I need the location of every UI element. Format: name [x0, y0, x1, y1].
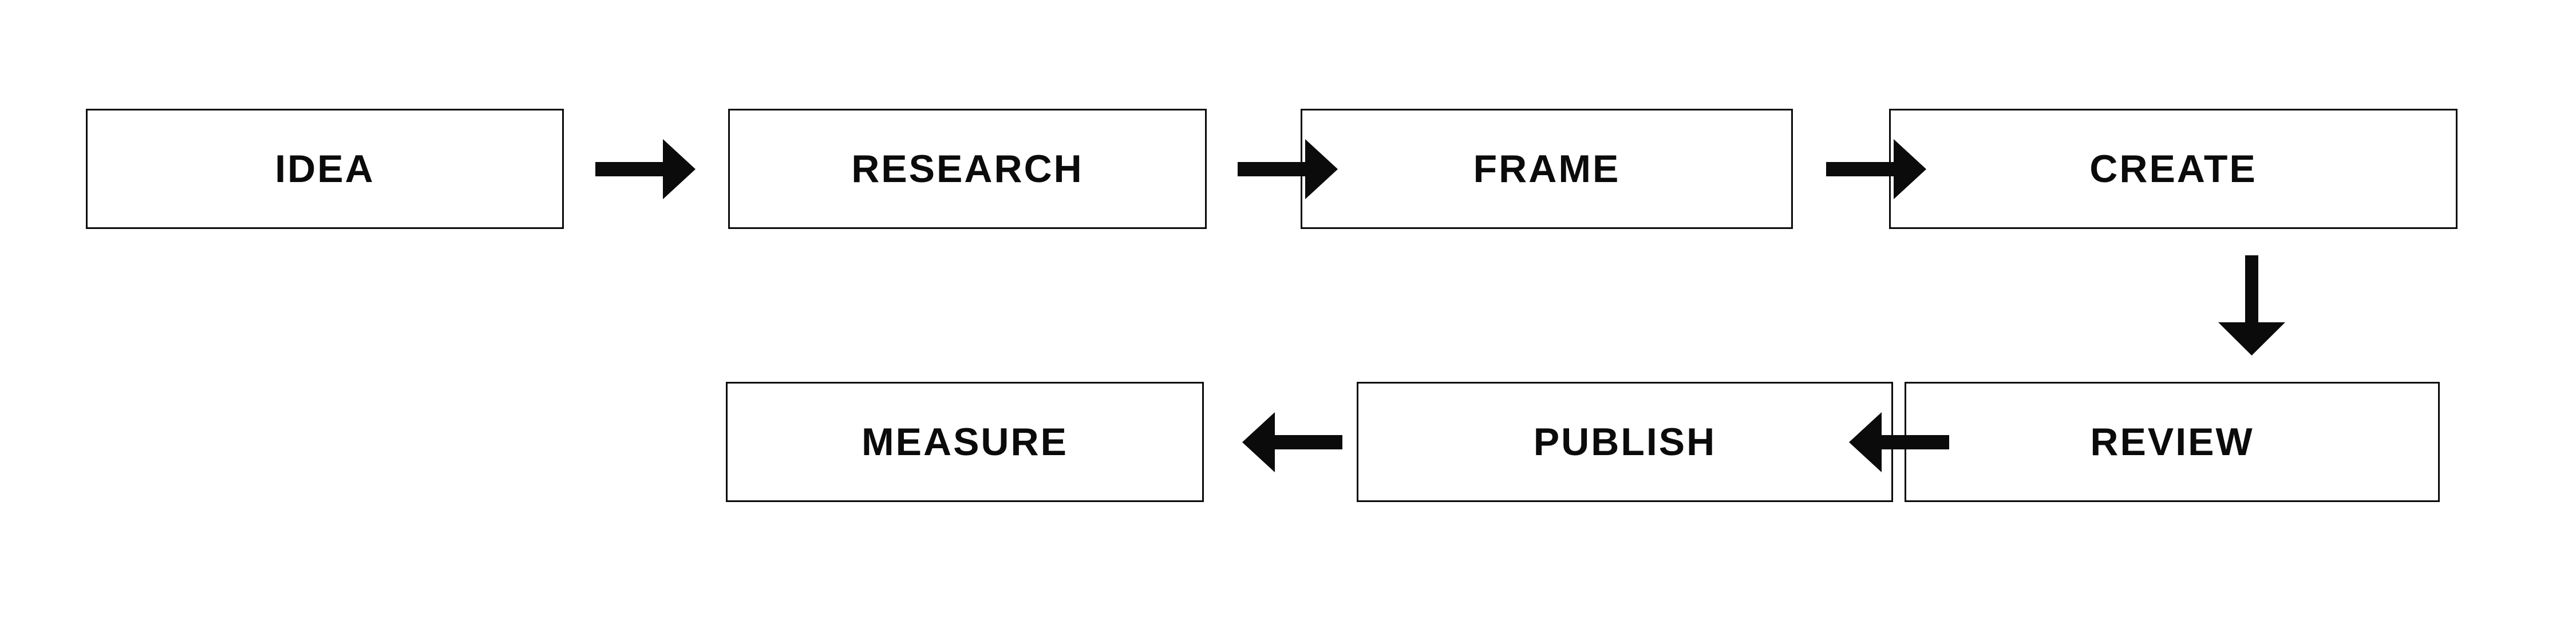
process-node-publish[interactable]: PUBLISH: [1357, 382, 1893, 502]
arrow-left-icon-publish-to-measure: [1242, 412, 1342, 472]
arrow-right-icon-research-to-frame: [1238, 139, 1338, 199]
node-label-frame: FRAME: [1473, 147, 1621, 191]
node-label-review: REVIEW: [2090, 420, 2254, 464]
process-node-measure[interactable]: MEASURE: [726, 382, 1204, 502]
node-label-publish: PUBLISH: [1533, 420, 1717, 464]
process-node-idea[interactable]: IDEA: [86, 109, 564, 229]
arrow-right-icon-idea-to-research: [595, 139, 696, 199]
process-node-frame[interactable]: FRAME: [1301, 109, 1793, 229]
arrow-right-icon-frame-to-create: [1826, 139, 1926, 199]
process-node-review[interactable]: REVIEW: [1905, 382, 2440, 502]
node-label-measure: MEASURE: [861, 420, 1069, 464]
arrow-down-icon-create-to-review: [2218, 255, 2285, 356]
node-label-create: CREATE: [2089, 147, 2257, 191]
process-node-create[interactable]: CREATE: [1889, 109, 2458, 229]
process-node-research[interactable]: RESEARCH: [728, 109, 1207, 229]
node-label-idea: IDEA: [275, 147, 375, 191]
node-label-research: RESEARCH: [851, 147, 1084, 191]
arrow-left-icon-review-to-publish: [1849, 412, 1949, 472]
